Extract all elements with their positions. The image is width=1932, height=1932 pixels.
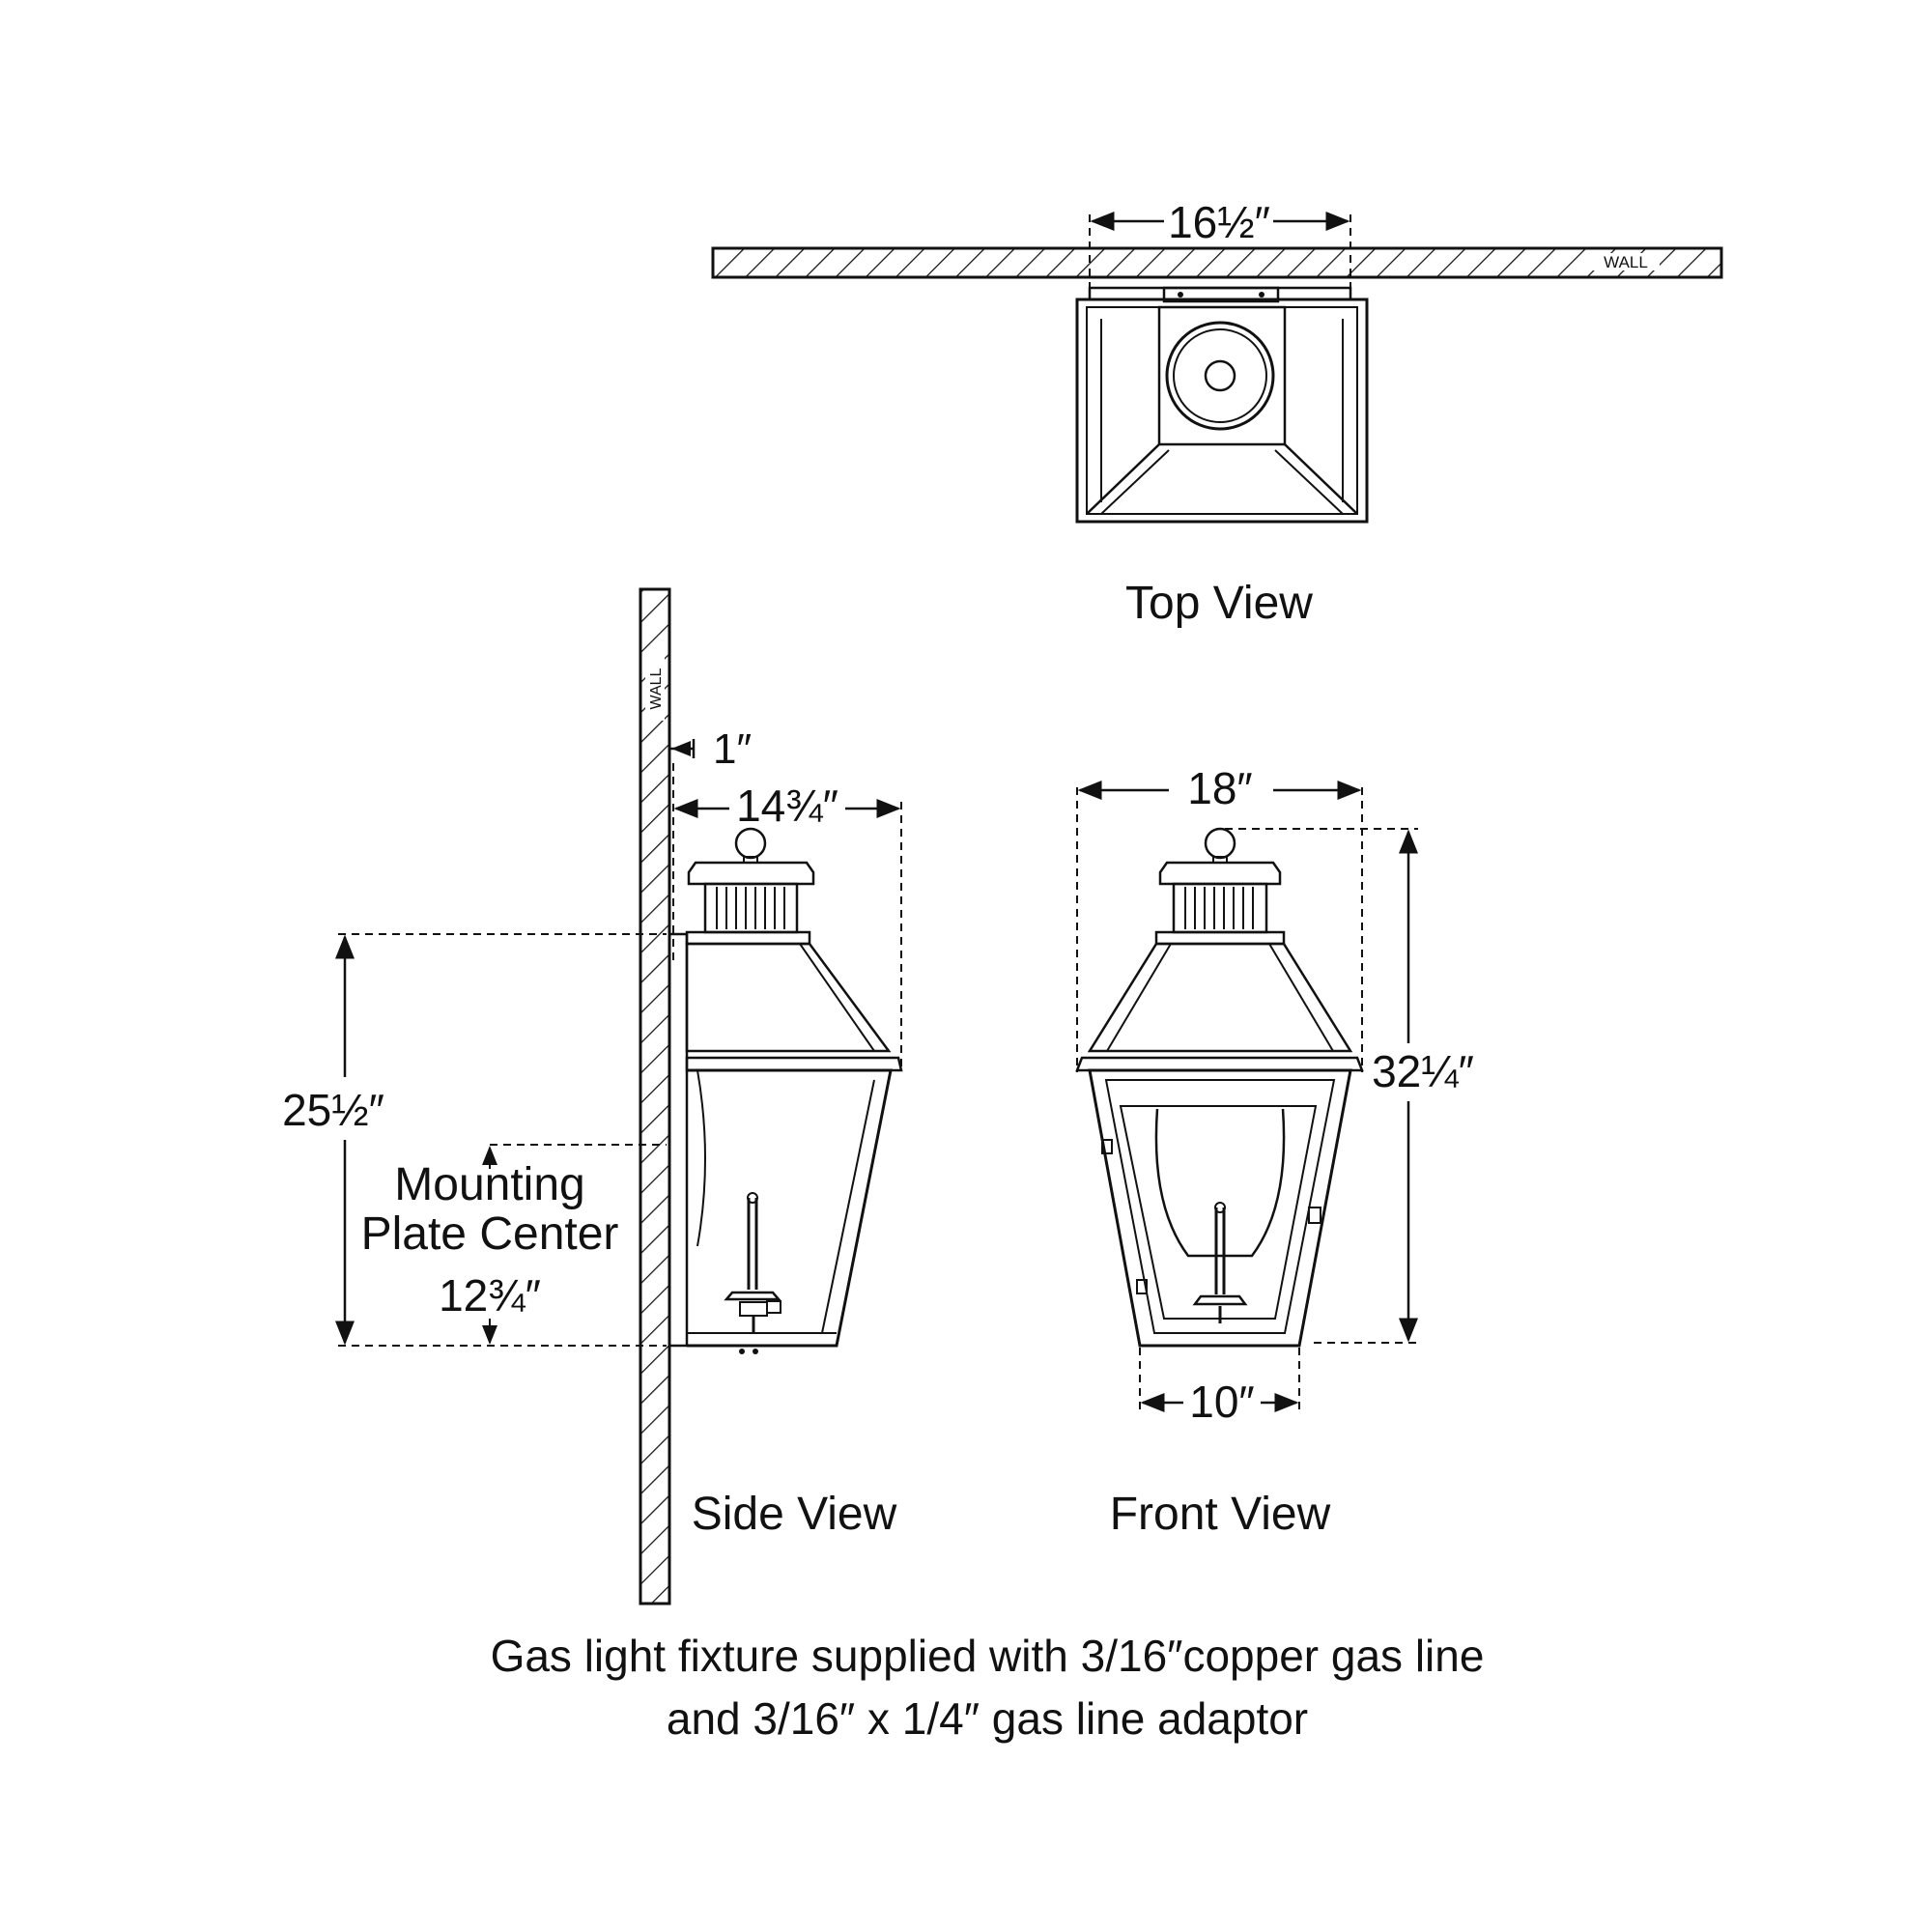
gas-line-note: Gas light fixture supplied with 3/16″cop… <box>491 1631 1485 1744</box>
side-view-label: Side View <box>692 1489 897 1540</box>
mounting-center-dimension: 12¾″ <box>439 1270 541 1321</box>
front-view-lantern-outline <box>1075 827 1364 1348</box>
mounting-label-line1: Mounting <box>394 1159 584 1210</box>
top-view-width-dimension: 16½″ <box>1168 197 1270 247</box>
side-view-height-dimension: 25½″ <box>282 1085 384 1135</box>
top-view-label: Top View <box>1125 578 1313 629</box>
front-view-height-dimension: 32¼″ <box>1372 1046 1474 1096</box>
top-view-wall <box>711 246 1723 279</box>
side-view-offset-dimension: 1″ <box>713 725 752 773</box>
front-view-base-width-dimension: 10″ <box>1189 1377 1254 1427</box>
note-line-2: and 3/16″ x 1/4″ gas line adaptor <box>667 1693 1308 1744</box>
top-view-lantern-outline <box>1075 286 1369 524</box>
side-view-lantern-outline <box>668 827 903 1354</box>
side-view-extension-dimension: 14¾″ <box>736 781 838 831</box>
side-view: WALL 1″ 14¾″ 25½″ Mounting Plate Center … <box>282 587 903 1605</box>
top-view-wall-label: WALL <box>1604 253 1648 271</box>
front-view-width-dimension: 18″ <box>1187 763 1252 813</box>
mounting-label-line2: Plate Center <box>361 1208 619 1260</box>
front-view: 18″ 32¼″ 10″ <box>1075 763 1474 1540</box>
front-view-label: Front View <box>1110 1489 1331 1540</box>
side-view-wall-label: WALL <box>648 668 665 709</box>
top-view: WALL 16½″ Top View <box>711 197 1723 629</box>
side-view-wall <box>639 587 671 1605</box>
note-line-1: Gas light fixture supplied with 3/16″cop… <box>491 1631 1485 1681</box>
